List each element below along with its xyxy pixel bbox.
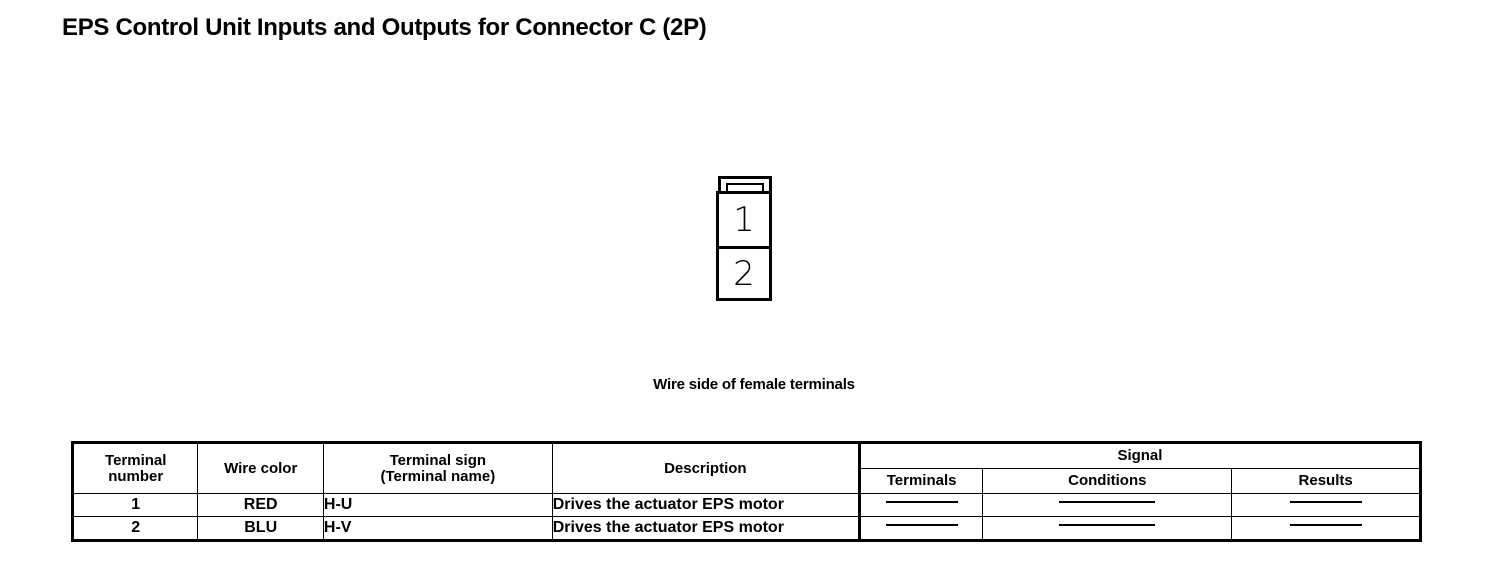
header-text: Wire color <box>224 459 298 477</box>
column-header-terminal-sign: Terminal sign (Terminal name) <box>322 443 553 494</box>
header-text: Terminals <box>886 472 957 490</box>
cell-wire-color: RED <box>197 493 324 517</box>
table-row: 2 BLU H-V Drives the actuator EPS motor <box>72 516 1420 540</box>
cell-signal-conditions <box>982 516 1233 540</box>
cell-wire-color: BLU <box>197 516 324 540</box>
table-subheader-row: Terminals Conditions Results <box>74 468 1420 494</box>
connector-diagram: 1 2 <box>716 176 774 301</box>
column-header-signal-group: Signal <box>857 443 1421 469</box>
diagram-caption-text: Wire side of female terminals <box>653 376 855 393</box>
column-header-signal-terminals: Terminals <box>857 468 984 494</box>
connector-latch-tab <box>718 176 772 191</box>
page-title: EPS Control Unit Inputs and Outputs for … <box>62 14 707 41</box>
header-line-1: Terminal <box>105 451 167 469</box>
cell-description: Drives the actuator EPS motor <box>551 493 860 517</box>
not-applicable-dash <box>1289 524 1362 527</box>
cell-signal-terminals <box>857 516 984 540</box>
terminal-io-table: Terminal number Wire color Terminal sign… <box>71 441 1422 542</box>
column-header-signal-results: Results <box>1231 468 1420 494</box>
cell-signal-results <box>1231 493 1420 517</box>
column-header-wire-color: Wire color <box>197 443 324 494</box>
cell-signal-conditions <box>982 493 1233 517</box>
cell-description: Drives the actuator EPS motor <box>551 516 860 540</box>
not-applicable-dash <box>1059 524 1156 527</box>
header-text: Conditions <box>1068 472 1147 490</box>
cavity-number-label: 1 <box>733 200 755 240</box>
cell-signal-terminals <box>857 493 984 517</box>
connector-latch-slot <box>726 183 764 191</box>
header-line-2: number <box>108 467 164 485</box>
not-applicable-dash <box>1289 501 1362 504</box>
table-row: 1 RED H-U Drives the actuator EPS motor <box>72 493 1420 517</box>
table-header: Terminal number Wire color Terminal sign… <box>72 443 1421 494</box>
table-body: 1 RED H-U Drives the actuator EPS motor … <box>72 493 1420 540</box>
header-text: Signal <box>1117 447 1163 465</box>
column-header-terminal-number: Terminal number <box>72 443 199 494</box>
connector-body: 1 2 <box>716 191 772 301</box>
column-header-description: Description <box>551 443 860 494</box>
cavity-number-label: 2 <box>733 253 755 294</box>
cell-terminal-sign: H-V <box>322 516 553 540</box>
connector-cavity-2: 2 <box>719 246 769 298</box>
header-line-2: (Terminal name) <box>380 467 496 485</box>
not-applicable-dash <box>885 501 958 504</box>
not-applicable-dash <box>1059 501 1156 504</box>
cell-terminal-number: 1 <box>72 493 199 517</box>
header-text: Results <box>1298 472 1353 490</box>
connector-cavity-1: 1 <box>719 194 769 246</box>
diagram-caption: Wire side of female terminals <box>0 376 1504 393</box>
header-line-1: Terminal sign <box>389 451 487 469</box>
header-text: Description <box>664 459 747 477</box>
cell-terminal-number: 2 <box>72 516 199 540</box>
column-header-signal-conditions: Conditions <box>982 468 1233 494</box>
cell-terminal-sign: H-U <box>322 493 553 517</box>
cell-signal-results <box>1231 516 1420 540</box>
table-header-row-group: Terminal number Wire color Terminal sign… <box>72 443 1421 494</box>
not-applicable-dash <box>885 524 958 527</box>
